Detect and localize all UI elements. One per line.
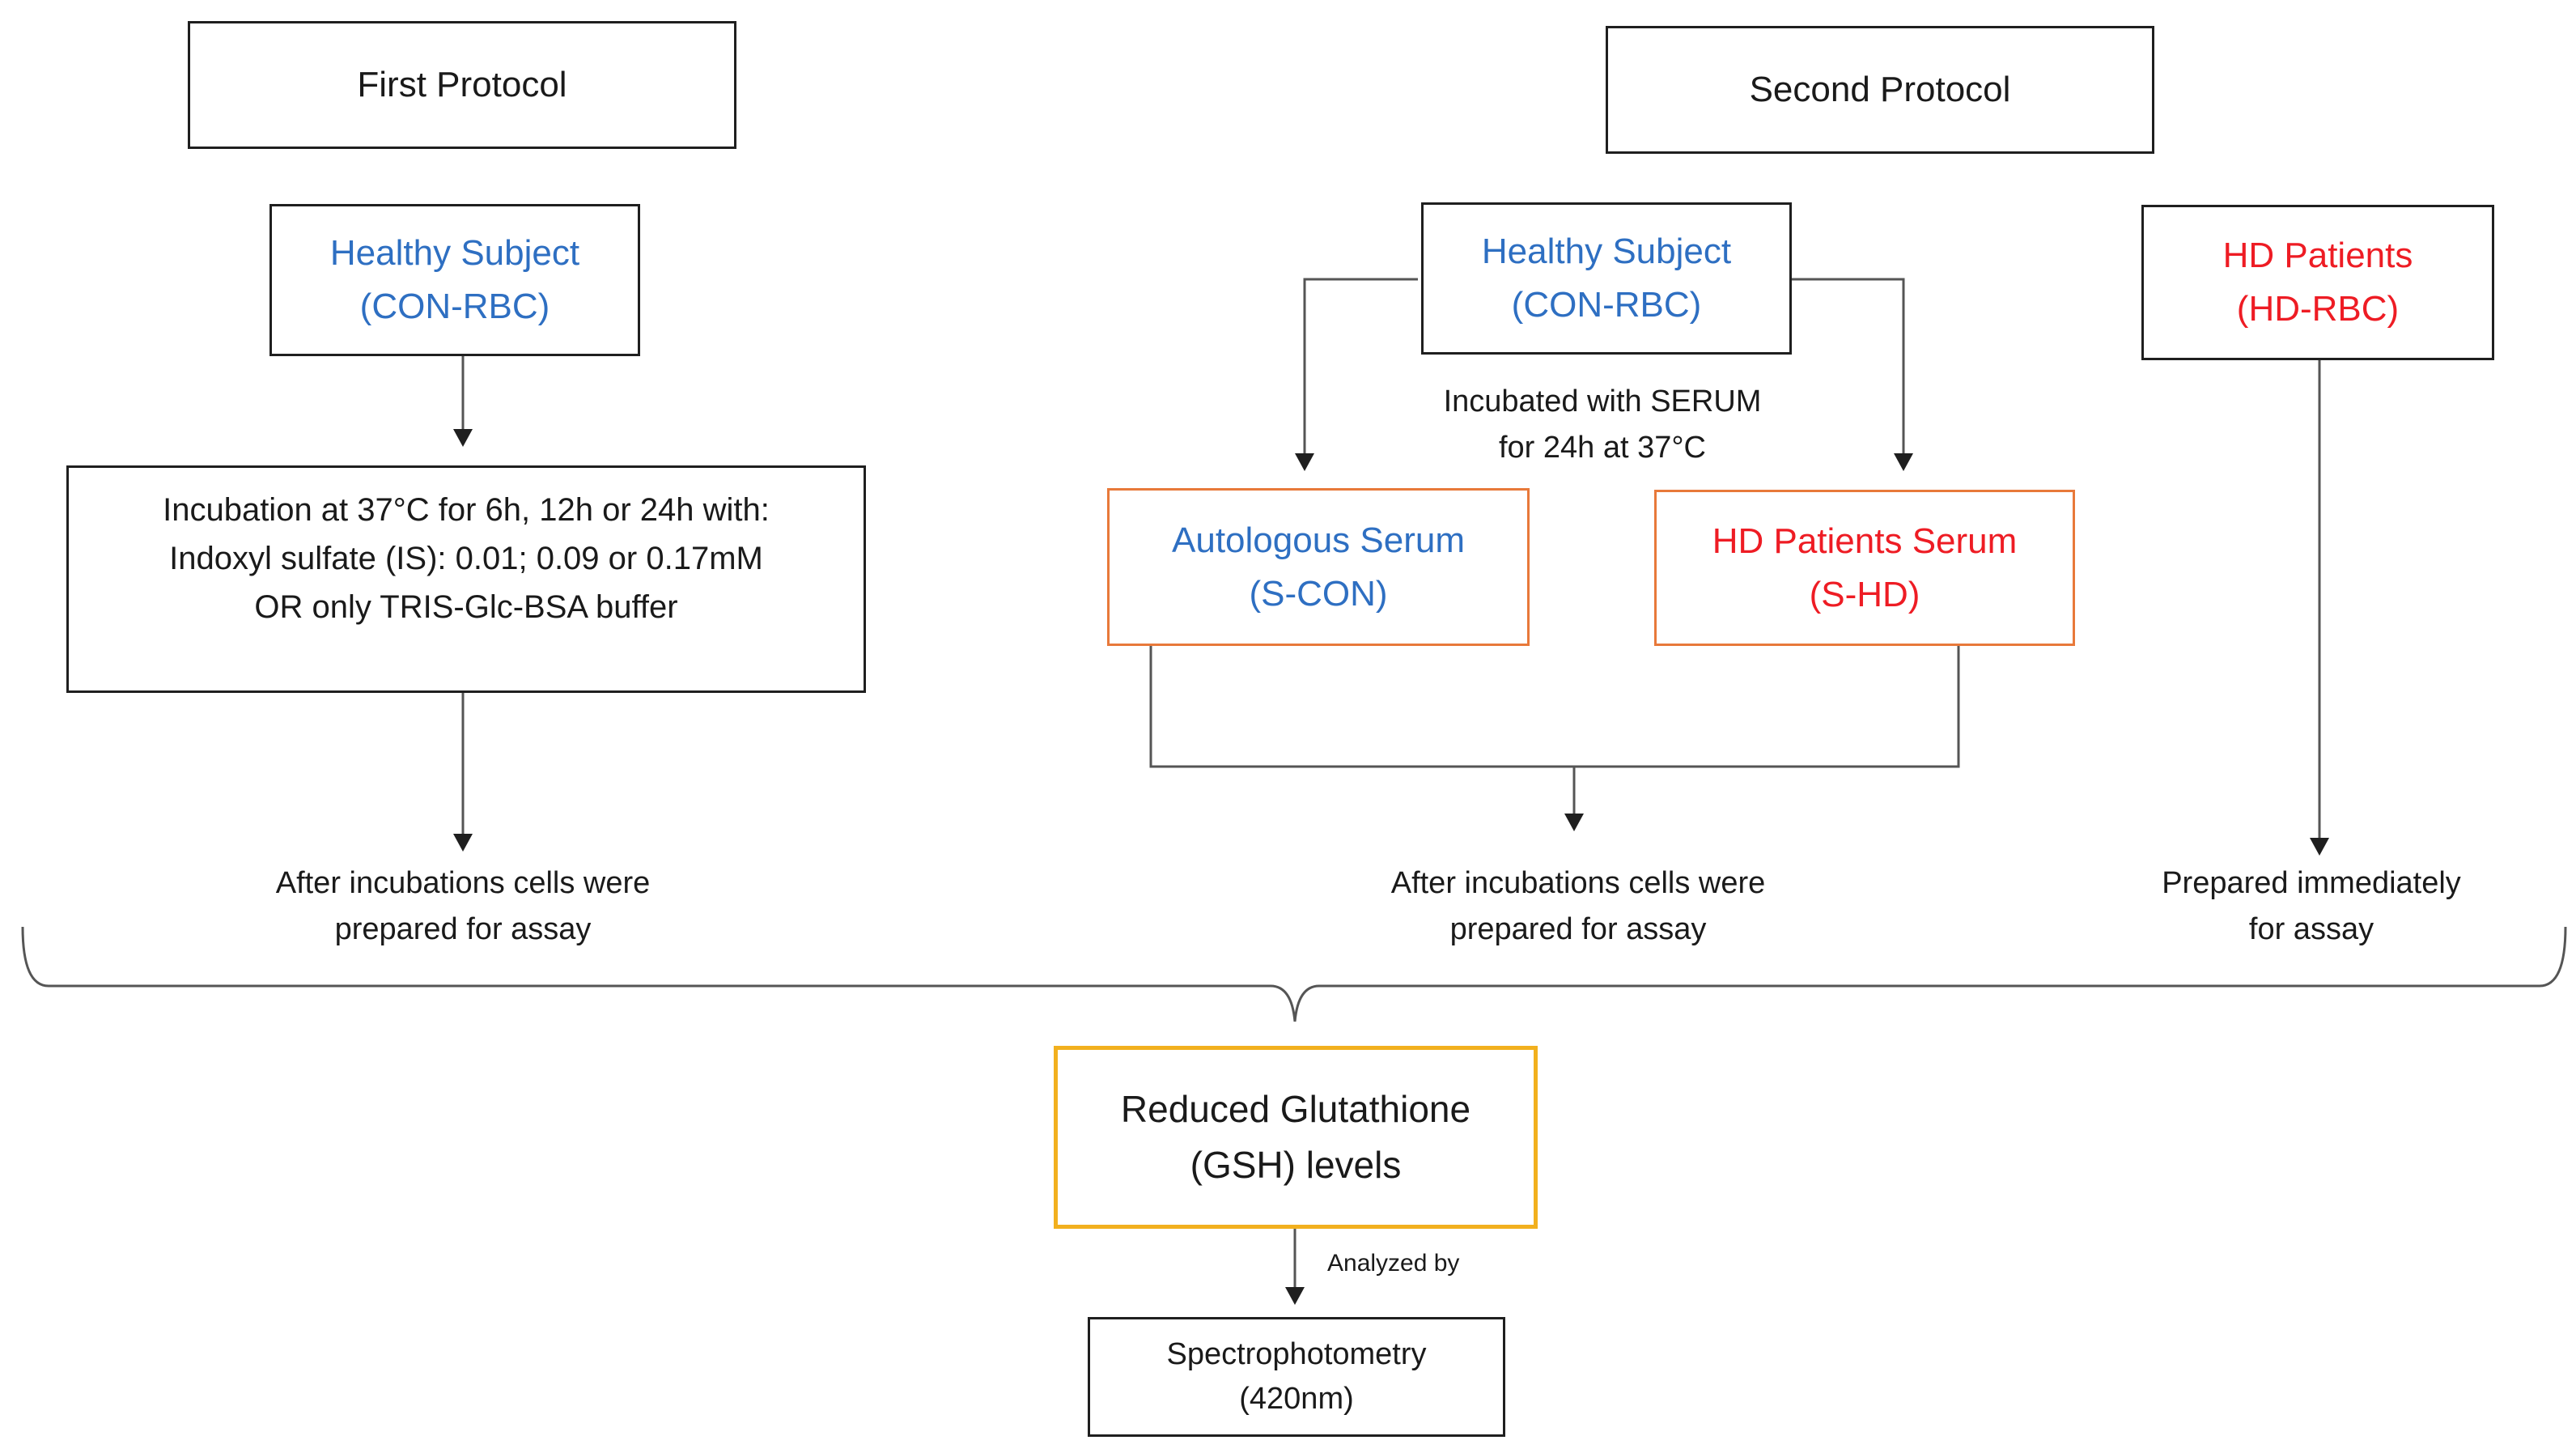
first-protocol-title: First Protocol — [357, 65, 567, 104]
gsh-label-line-2: (GSH) levels — [1190, 1144, 1402, 1186]
first-healthy-subject-label: Healthy Subject — [329, 233, 580, 273]
second-protocol-title: Second Protocol — [1749, 70, 2011, 109]
arrowhead — [453, 834, 473, 852]
arrowhead — [1894, 453, 1913, 471]
first-incubation-box: Incubation at 37°C for 6h, 12h or 24h wi… — [66, 465, 866, 693]
merge-serum-lines — [1149, 646, 1960, 768]
second-after-line-1: After incubations cells were — [1390, 866, 1766, 900]
second-healthy-subject-code: (CON-RBC) — [1511, 285, 1702, 325]
second-healthy-subject-label: Healthy Subject — [1481, 232, 1732, 271]
spectrophotometry-box: Spectrophotometry (420nm) — [1088, 1317, 1505, 1437]
arrowhead — [1285, 1287, 1305, 1305]
arrowhead — [2310, 838, 2329, 856]
first-healthy-subject-box: Healthy Subject (CON-RBC) — [269, 204, 640, 356]
hd-patients-serum-box: HD Patients Serum (S-HD) — [1654, 490, 2075, 646]
incubated-note-line-2: for 24h at 37°C — [1498, 431, 1707, 465]
first-protocol-title-box: First Protocol — [188, 21, 736, 149]
first-incubation-line-1: Incubation at 37°C for 6h, 12h or 24h wi… — [163, 492, 770, 528]
method-label: Spectrophotometry — [1166, 1336, 1427, 1371]
hd-patients-box: HD Patients (HD-RBC) — [2141, 205, 2494, 360]
hd-patients-code: (HD-RBC) — [2236, 289, 2400, 329]
first-incubation-line-2: Indoxyl sulfate (IS): 0.01; 0.09 or 0.17… — [169, 541, 763, 576]
arrowhead — [1295, 453, 1314, 471]
incubated-note-line-1: Incubated with SERUM — [1443, 384, 1762, 418]
arrowhead — [1564, 814, 1584, 831]
autologous-serum-box: Autologous Serum (S-CON) — [1107, 488, 1530, 646]
autologous-serum-code: (S-CON) — [1249, 573, 1388, 614]
second-healthy-subject-box: Healthy Subject (CON-RBC) — [1421, 202, 1792, 355]
gsh-label-line-1: Reduced Glutathione — [1120, 1088, 1471, 1130]
prepared-line-1: Prepared immediately — [2162, 866, 2461, 900]
prepared-immediately-text: Prepared immediately for assay — [2069, 860, 2554, 953]
analyzed-by-label: Analyzed by — [1327, 1245, 1521, 1281]
arrowhead — [453, 429, 473, 447]
analyzed-by-text: Analyzed by — [1327, 1250, 1460, 1277]
first-healthy-subject-code: (CON-RBC) — [359, 287, 550, 326]
hd-patients-label: HD Patients — [2222, 236, 2413, 275]
incubated-with-serum-note: Incubated with SERUM for 24h at 37°C — [1360, 379, 1845, 471]
arrow-subject-to-autologous — [1303, 278, 1418, 453]
second-protocol-title-box: Second Protocol — [1606, 26, 2154, 154]
second-after-incubation-text: After incubations cells were prepared fo… — [1335, 860, 1821, 953]
autologous-serum-label: Autologous Serum — [1172, 520, 1465, 560]
gsh-levels-box: Reduced Glutathione (GSH) levels — [1054, 1046, 1538, 1229]
method-wavelength: (420nm) — [1239, 1382, 1354, 1416]
first-incubation-line-3: OR only TRIS-Glc-BSA buffer — [254, 589, 678, 625]
first-after-incubation-text: After incubations cells were prepared fo… — [220, 860, 706, 953]
first-after-line-2: prepared for assay — [334, 912, 592, 946]
hd-patients-serum-code: (S-HD) — [1809, 574, 1920, 614]
gathering-brace — [21, 926, 2567, 1022]
arrow-subject-to-hdserum — [1792, 278, 1905, 453]
second-after-line-2: prepared for assay — [1449, 912, 1707, 946]
prepared-line-2: for assay — [2248, 912, 2374, 946]
first-after-line-1: After incubations cells were — [275, 866, 651, 900]
hd-patients-serum-label: HD Patients Serum — [1712, 520, 2018, 561]
